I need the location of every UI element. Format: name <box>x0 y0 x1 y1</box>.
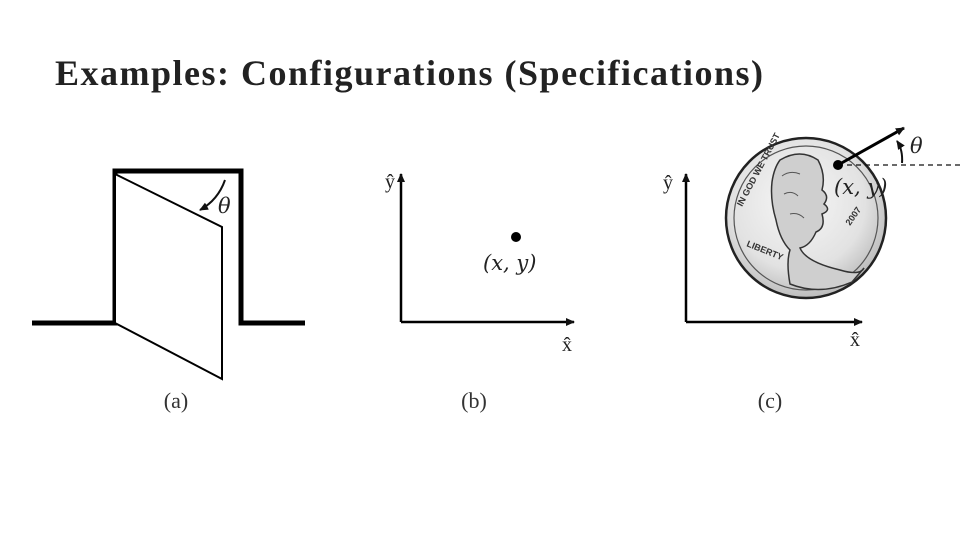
point-label-b: (x, y) <box>483 251 536 275</box>
slide-title: Examples: Configurations (Specifications… <box>55 53 765 93</box>
panel-a-door: θ (a) <box>32 168 305 413</box>
door-leaf <box>114 172 223 381</box>
heading-arrow-c <box>837 126 905 167</box>
caption-a: (a) <box>164 388 188 413</box>
y-axis-label-b: ŷ <box>385 171 395 193</box>
caption-b: (b) <box>461 388 487 413</box>
panel-b-point: ŷ x̂ (x, y) (b) <box>385 171 575 413</box>
x-axis-label-c: x̂ <box>850 329 860 351</box>
theta-label-c: θ <box>910 134 923 158</box>
penny-coin: IN GOD WE TRUST 2007 LIBERTY <box>724 131 888 300</box>
y-axis-label-c: ŷ <box>663 172 673 194</box>
angle-arc-a <box>199 179 226 211</box>
angle-arc-c <box>896 140 905 164</box>
point-b <box>511 232 521 242</box>
theta-label-a: θ <box>218 194 231 218</box>
point-label-c: (x, y) <box>834 175 887 199</box>
panel-c-coin: ŷ x̂ IN GOD WE TRUST 2007 LIBERTY θ (x, … <box>663 126 960 413</box>
caption-c: (c) <box>758 388 782 413</box>
door-frame <box>32 168 305 326</box>
x-axis-label-b: x̂ <box>562 334 572 356</box>
point-c <box>833 160 843 170</box>
